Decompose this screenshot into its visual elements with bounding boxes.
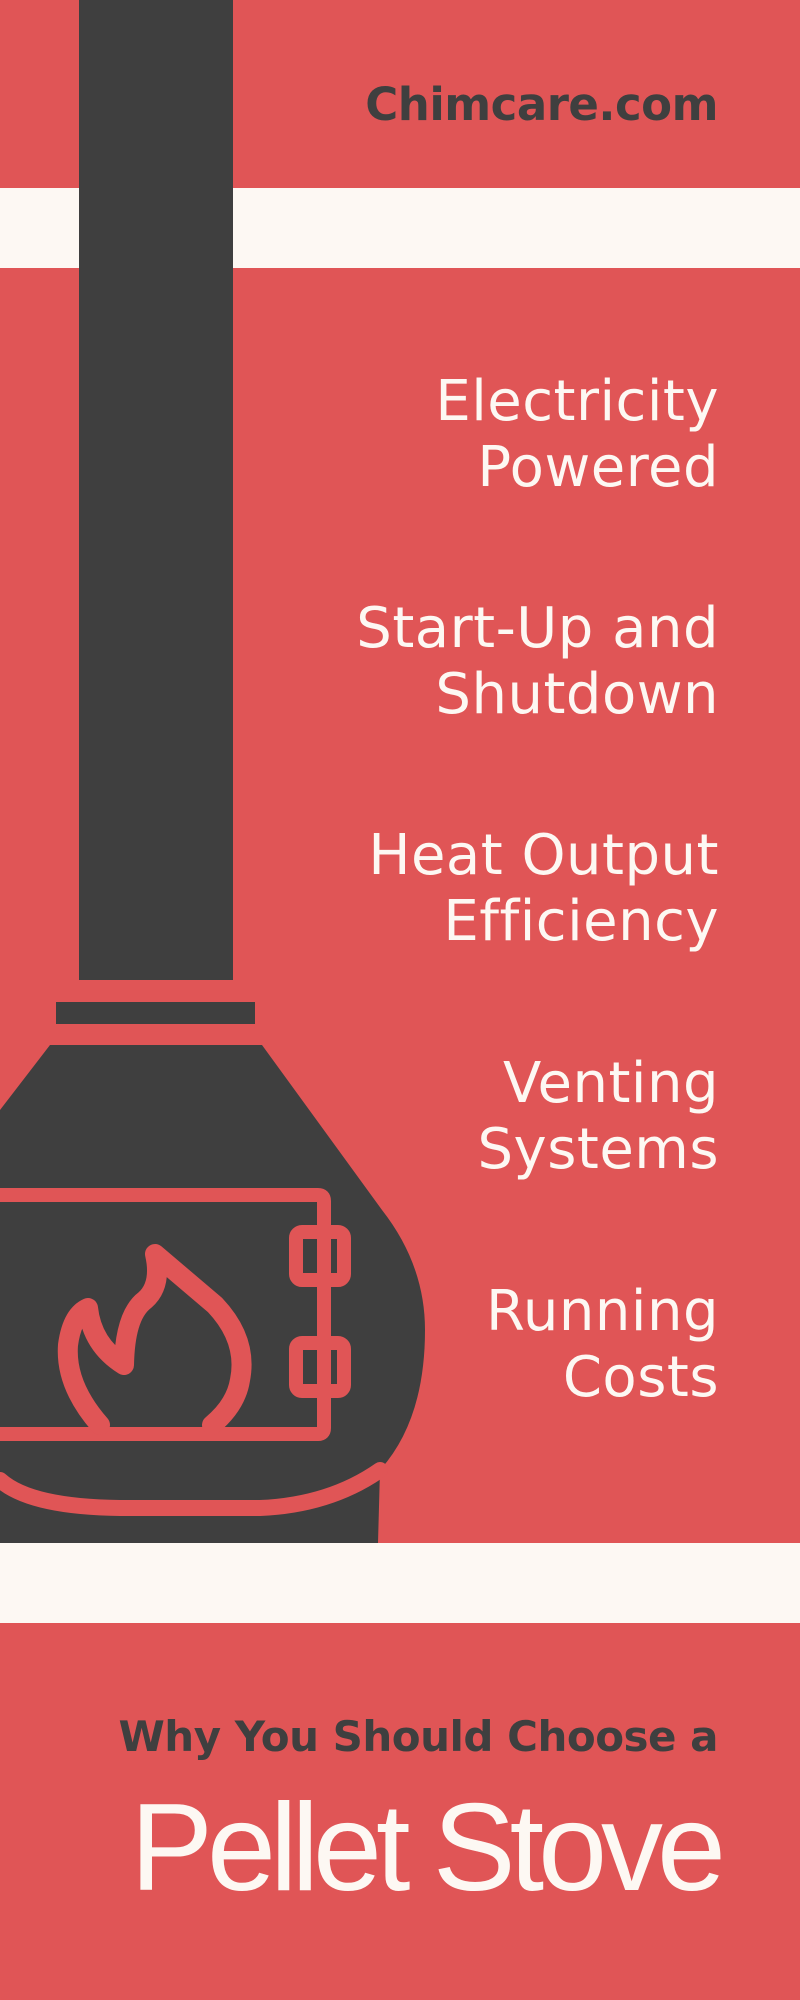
feature-line: Electricity	[435, 369, 719, 434]
firebox-door	[0, 1188, 331, 1441]
stove-body-outline	[0, 1462, 388, 1516]
feature-item: Venting Systems	[299, 1051, 719, 1183]
page-title: Pellet Stove	[130, 1779, 726, 1917]
stove-collar	[56, 1002, 255, 1024]
flame-icon	[57, 1244, 252, 1435]
feature-line: Venting	[503, 1051, 719, 1116]
page-subtitle: Why You Should Choose a	[118, 1712, 718, 1761]
feature-line: Powered	[477, 435, 719, 500]
feature-item: Start-Up and Shutdown	[299, 596, 719, 728]
feature-line: Running	[486, 1279, 719, 1344]
door-hinge-top	[289, 1225, 351, 1287]
brand-site-name: Chimcare.com	[365, 78, 718, 131]
door-hinge-bottom	[289, 1336, 351, 1398]
feature-line: Shutdown	[435, 662, 719, 727]
feature-line: Heat Output	[368, 823, 719, 888]
feature-line: Costs	[562, 1345, 719, 1410]
feature-item: Electricity Powered	[299, 369, 719, 501]
feature-line: Systems	[477, 1117, 719, 1182]
bottom-divider-band	[0, 1543, 800, 1623]
feature-line: Start-Up and	[356, 596, 719, 661]
chimney-pipe	[79, 0, 233, 980]
feature-line: Efficiency	[443, 889, 719, 954]
feature-item: Running Costs	[299, 1279, 719, 1411]
feature-item: Heat Output Efficiency	[299, 823, 719, 955]
